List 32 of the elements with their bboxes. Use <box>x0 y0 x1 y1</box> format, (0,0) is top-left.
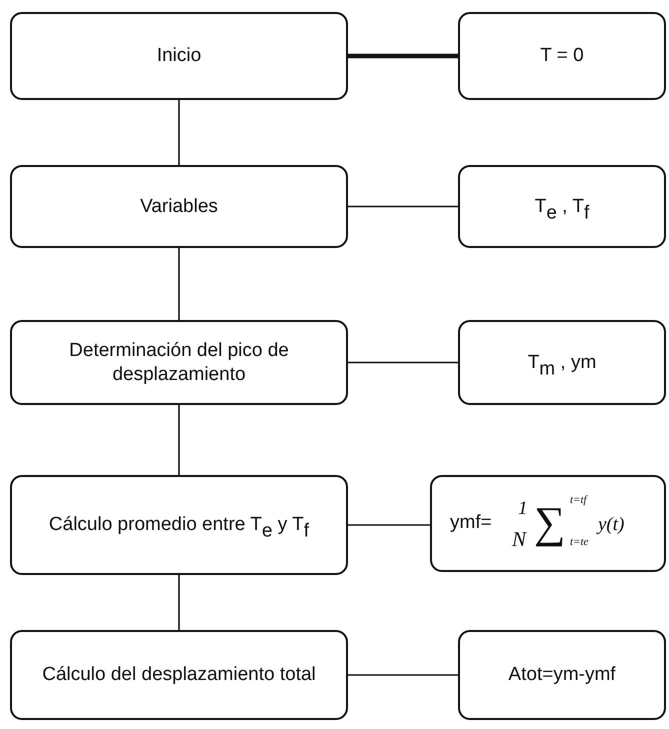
process-box <box>10 165 348 248</box>
process-box <box>458 165 666 248</box>
process-box <box>458 630 666 720</box>
formula-text: ymf= <box>450 513 492 532</box>
box-label: T = 0 <box>539 44 585 68</box>
summation-upper-limit: t=tf <box>570 495 587 506</box>
summation-sign: ∑ <box>534 501 566 545</box>
connector-line <box>178 100 180 165</box>
fraction-numerator: 1 <box>518 499 528 518</box>
process-box <box>458 320 666 405</box>
process-box <box>10 320 348 405</box>
connector-line <box>348 54 458 58</box>
connector-line <box>178 575 180 630</box>
box-label: Determinación del pico de desplazamiento <box>68 338 290 386</box>
connector-line <box>348 524 430 526</box>
box-label: Inicio <box>156 44 202 68</box>
process-box <box>10 475 348 575</box>
summation-lower-limit: t=te <box>570 537 588 548</box>
box-label: Cálculo del desplazamiento total <box>41 663 317 687</box>
connector-line <box>348 206 458 208</box>
process-box <box>10 12 348 100</box>
box-label: Variables <box>139 194 219 218</box>
box-label: Atot=ym-ymf <box>507 663 617 687</box>
connector-line <box>178 405 180 475</box>
connector-line <box>348 362 458 364</box>
connector-line <box>348 674 458 676</box>
fraction-denominator: N <box>512 529 526 550</box>
process-box <box>430 475 666 572</box>
process-box <box>10 630 348 720</box>
connector-line <box>178 248 180 320</box>
process-box <box>458 12 666 100</box>
formula-text: y(t) <box>598 515 624 534</box>
